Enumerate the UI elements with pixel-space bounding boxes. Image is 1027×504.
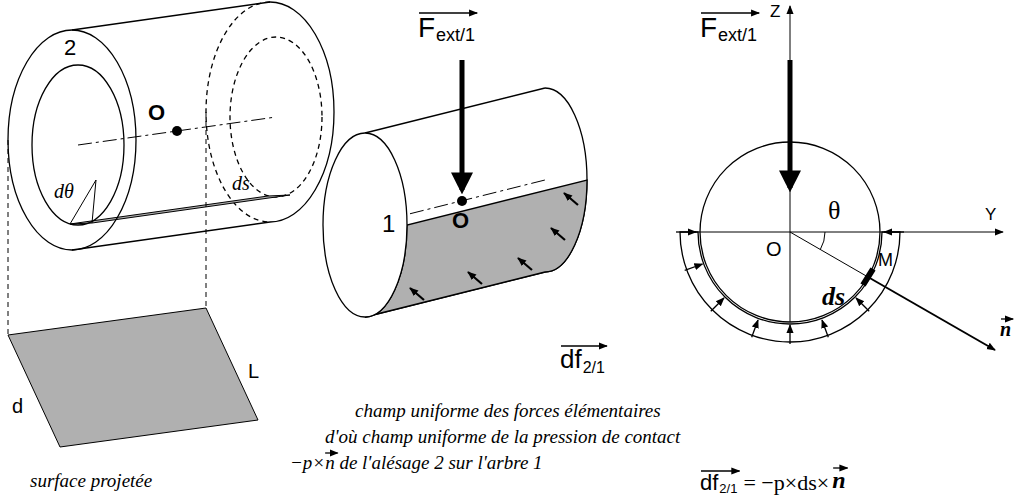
point-label: O — [766, 238, 782, 261]
length-label: ds — [822, 282, 845, 312]
length-label: ds — [232, 172, 250, 195]
force-subscript: ext/1 — [436, 25, 475, 46]
shaft-drawing — [323, 60, 587, 317]
dimension-label: d — [12, 395, 23, 418]
force-subscript: 2/1 — [583, 359, 605, 377]
dimension-label: L — [248, 360, 259, 383]
axis-label: Z — [770, 2, 780, 22]
equation-term: = −p×ds× — [743, 470, 829, 495]
angle-label: dθ — [54, 180, 74, 203]
section-drawing — [676, 6, 1003, 350]
force-subscript: ext/1 — [718, 25, 757, 46]
force-label: F — [418, 12, 435, 44]
equation-subscript: 2/1 — [719, 482, 737, 497]
part-number: 1 — [382, 210, 395, 238]
angle-label: θ — [828, 196, 840, 226]
housing-drawing — [8, 2, 334, 447]
figure-caption: surface projetée — [30, 470, 152, 492]
force-label: df — [560, 345, 582, 375]
part-number: 2 — [64, 35, 76, 60]
vector-label: n — [1000, 318, 1011, 341]
axis-label: Y — [985, 205, 996, 225]
point-label: O — [148, 100, 165, 125]
force-label: F — [700, 12, 717, 44]
caption-line: champ uniforme des forces élémentaires — [355, 400, 661, 422]
caption-line: −p×n de l'alésage 2 sur l'arbre 1 — [290, 452, 543, 474]
caption-line: d'où champ uniforme de la pression de co… — [325, 426, 680, 448]
point-label: M — [878, 250, 893, 271]
equation-vector: n — [832, 467, 845, 495]
equation-term: df — [700, 470, 718, 495]
point-label: O — [452, 208, 469, 233]
